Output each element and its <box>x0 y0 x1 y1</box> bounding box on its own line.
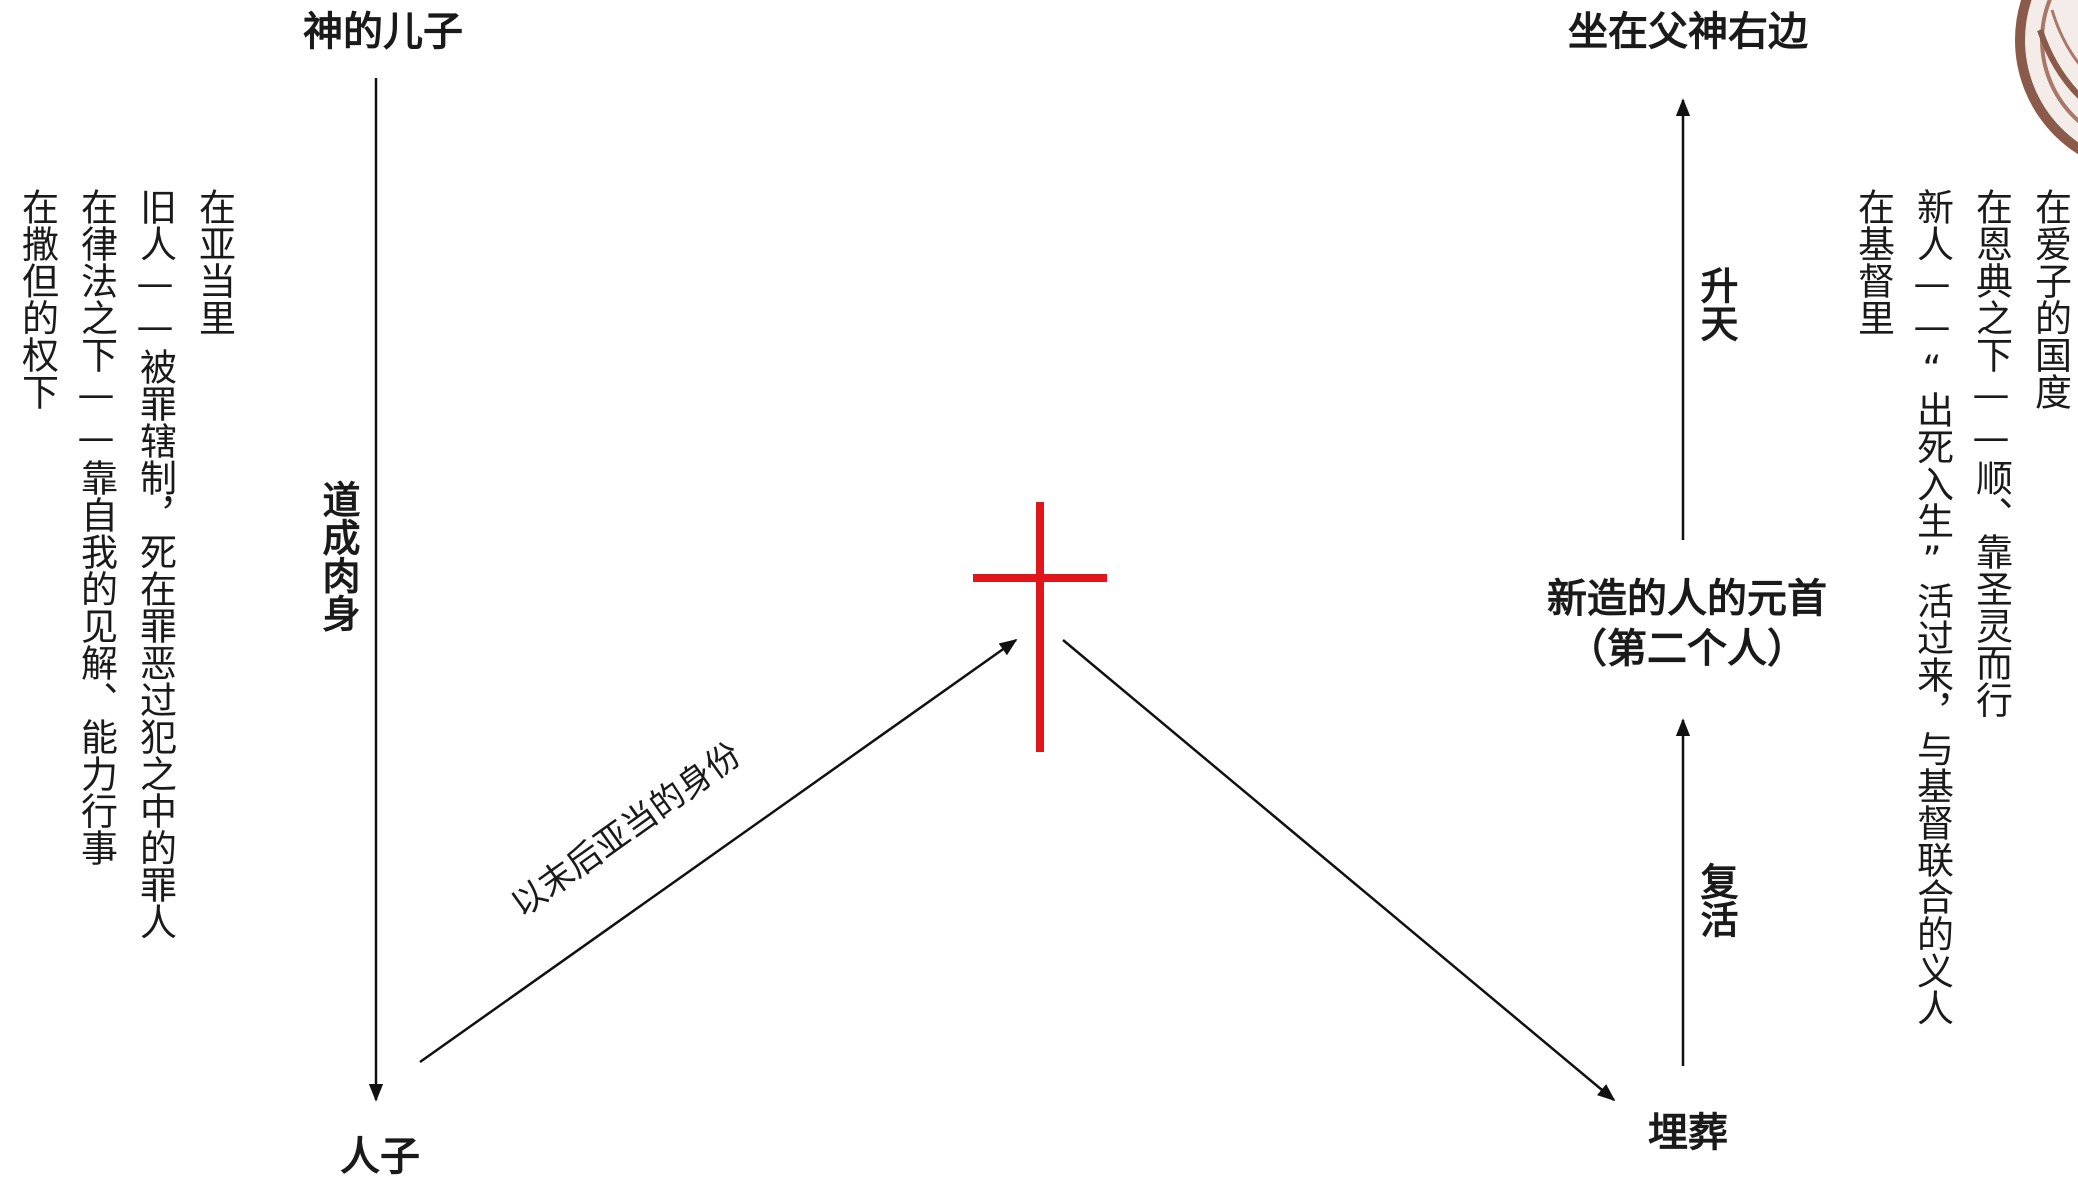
arrow-last-adam <box>419 638 1018 1064</box>
left-note-col4: 在撒但的权下 <box>16 188 60 410</box>
label-resurrection: 复活 <box>1694 862 1738 938</box>
right-note-col4: 在基督里 <box>1852 188 1895 336</box>
label-ascension: 升天 <box>1694 266 1738 342</box>
node-head-line2: （第二个人） <box>1567 626 1807 672</box>
node-head-line1: 新造的人的元首 <box>1547 576 1827 622</box>
cross-icon <box>973 502 1107 752</box>
left-note-col3: 在律法之下——靠自我的见解、能力行事 <box>75 188 119 866</box>
left-notes: 在亚当里 旧人——被罪辖制，死在罪恶过犯之中的罪人 在律法之下——靠自我的见解、… <box>16 188 236 940</box>
right-note-col1: 在爱子的国度 <box>2029 188 2072 410</box>
right-note-col3: 新人——“出死入生”活过来，与基督联合的义人 <box>1911 188 1954 1026</box>
node-seated-right-hand: 坐在父神右边 <box>1568 9 1809 55</box>
node-son-of-god: 神的儿子 <box>303 9 463 55</box>
label-incarnation: 道成肉身 <box>316 480 360 633</box>
node-son-of-man: 人子 <box>340 1134 420 1180</box>
arrow-to-burial <box>1062 639 1616 1102</box>
left-note-col2: 旧人——被罪辖制，死在罪恶过犯之中的罪人 <box>134 188 177 940</box>
label-last-adam: 以末后亚当的身份 <box>504 735 749 926</box>
seal-icon <box>2015 0 2078 155</box>
right-note-col2: 在恩典之下——顺、靠圣灵而行 <box>1970 188 2014 718</box>
node-burial: 埋葬 <box>1648 1110 1728 1156</box>
left-note-col1: 在亚当里 <box>193 188 236 336</box>
right-notes: 在爱子的国度 在恩典之下——顺、靠圣灵而行 新人——“出死入生”活过来，与基督联… <box>1852 188 2072 1026</box>
